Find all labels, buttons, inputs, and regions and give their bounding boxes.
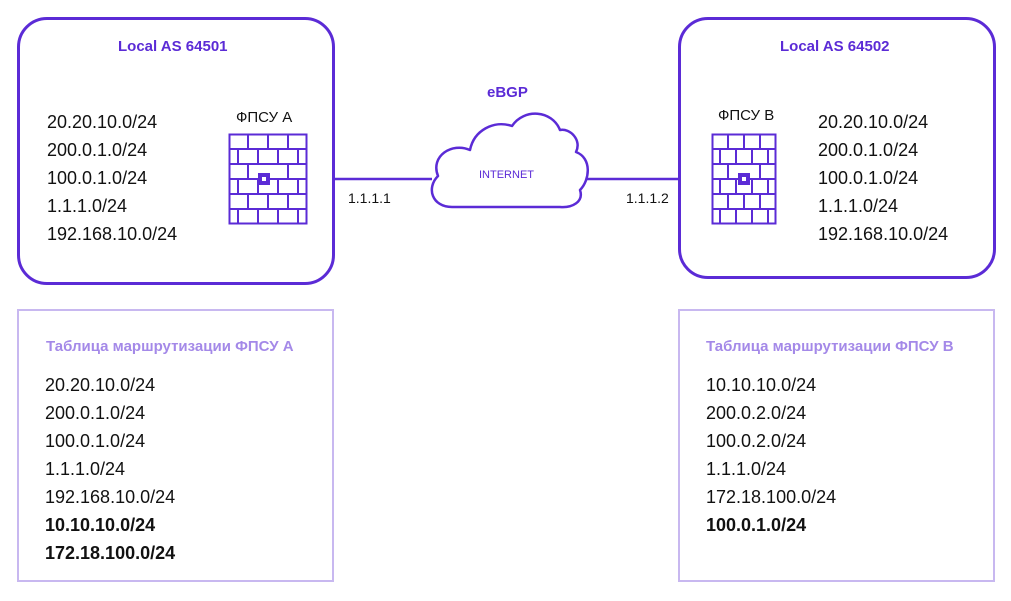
network-item: 200.0.1.0/24 [47,140,148,160]
protocol-label: eBGP [487,84,528,101]
network-item: 20.20.10.0/24 [818,112,929,132]
firewall-label-left: ФПСУ А [236,109,293,126]
route-list-right: 10.10.10.0/24 200.0.2.0/24 100.0.2.0/24 1.1… [706,371,836,539]
route-item: 20.20.10.0/24 [45,375,156,395]
as-title-right: Local AS 64502 [780,38,890,55]
network-list-left: 20.20.10.0/24 200.0.1.0/24 100.0.1.0/24 1.1… [47,108,177,248]
network-item: 100.0.1.0/24 [47,168,148,188]
route-item: 10.10.10.0/24 [45,515,156,535]
route-item: 172.18.100.0/24 [706,487,837,507]
route-item: 100.0.2.0/24 [706,431,807,451]
route-item: 100.0.1.0/24 [706,515,807,535]
routing-table-title-right: Таблица маршрутизации ФПСУ В [706,338,954,355]
route-item: 1.1.1.0/24 [706,459,787,479]
route-item: 200.0.1.0/24 [45,403,146,423]
network-item: 100.0.1.0/24 [818,168,919,188]
route-item: 1.1.1.0/24 [45,459,126,479]
network-item: 1.1.1.0/24 [818,196,899,216]
network-item: 1.1.1.0/24 [47,196,128,216]
firewall-icon [711,133,777,225]
route-item: 200.0.2.0/24 [706,403,807,423]
route-item: 10.10.10.0/24 [706,375,817,395]
internet-cloud-icon [430,112,589,209]
network-item: 20.20.10.0/24 [47,112,158,132]
as-title-left: Local AS 64501 [118,38,228,55]
routing-table-title-left: Таблица маршрутизации ФПСУ А [46,338,294,355]
ip-right: 1.1.1.2 [626,190,669,206]
network-item: 192.168.10.0/24 [47,224,178,244]
internet-label: INTERNET [479,169,534,181]
firewall-icon [228,133,308,225]
routing-table-left [17,309,334,582]
route-item: 172.18.100.0/24 [45,543,176,563]
ip-left: 1.1.1.1 [348,190,391,206]
route-list-left: 20.20.10.0/24 200.0.1.0/24 100.0.1.0/24 1.1… [45,371,175,567]
firewall-label-right: ФПСУ В [718,107,775,124]
network-item: 200.0.1.0/24 [818,140,919,160]
network-item: 192.168.10.0/24 [818,224,949,244]
route-item: 192.168.10.0/24 [45,487,176,507]
route-item: 100.0.1.0/24 [45,431,146,451]
routing-table-right [678,309,995,582]
network-list-right: 20.20.10.0/24 200.0.1.0/24 100.0.1.0/24 1.1… [818,108,948,248]
